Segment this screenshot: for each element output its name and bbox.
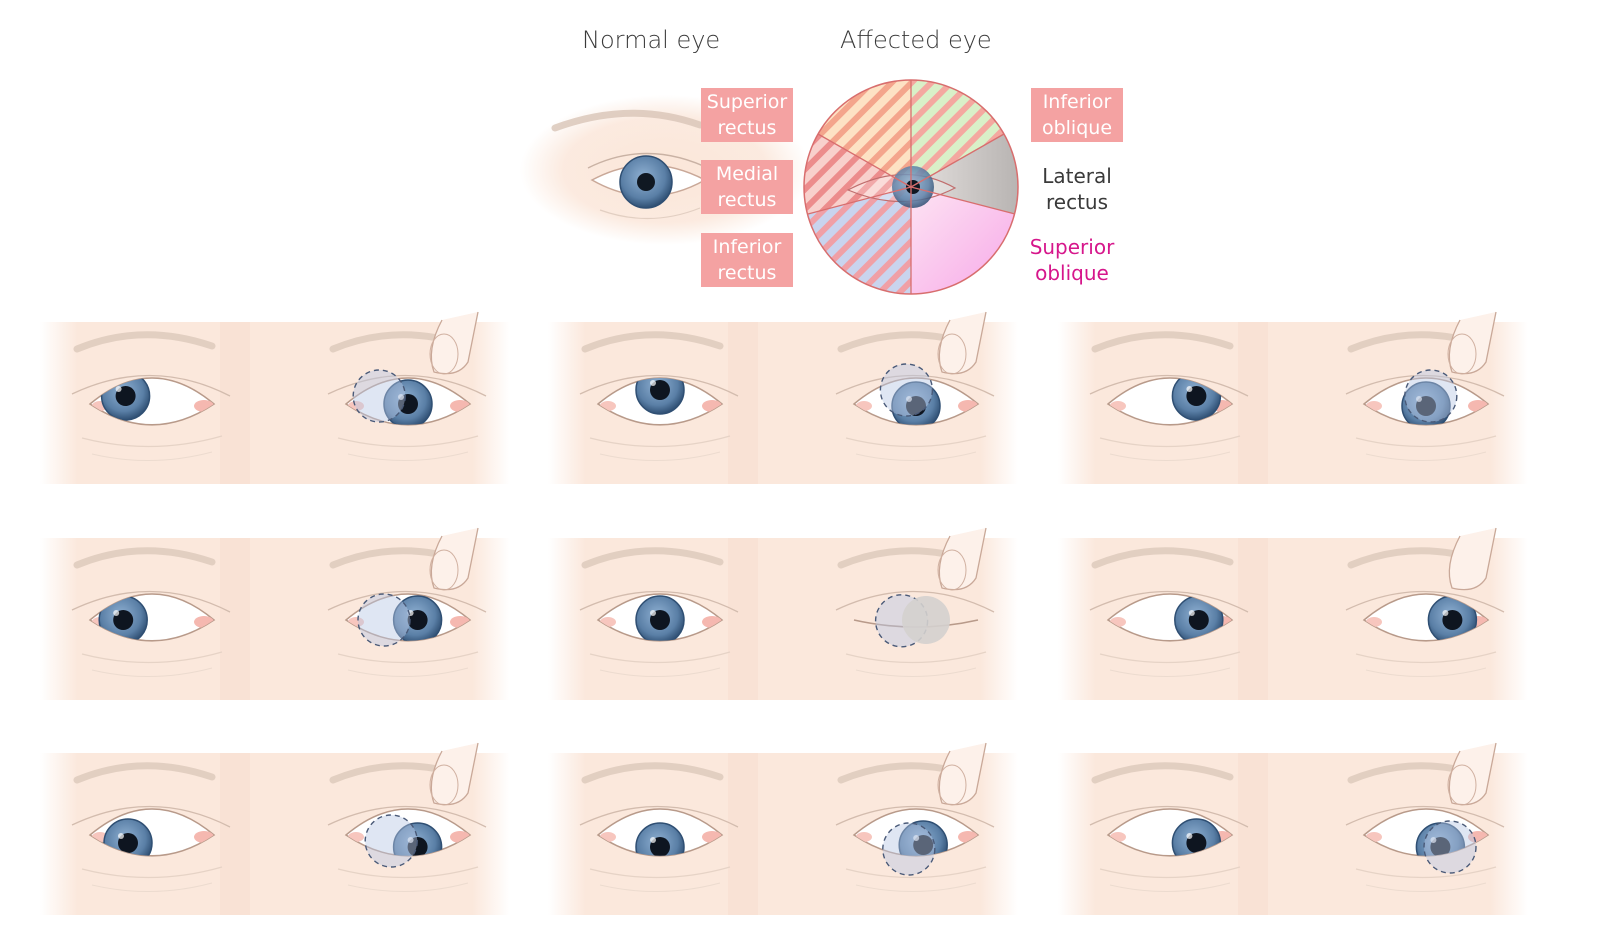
gaze-grid [40,311,1528,915]
gaze-panel-down-right [40,742,510,915]
gaze-panel-left [1058,527,1528,700]
expected-position-marker [357,593,411,647]
normal-eye-left [1089,547,1249,677]
finger-holding-eyelid [430,742,479,806]
wheel-lateral-rectus-field [911,134,1018,214]
finger-holding-eyelid [938,311,987,375]
label-lateral-rectus: Lateral rectus [1042,164,1112,214]
gaze-panel-down-left [1058,742,1528,915]
wheel-inferior-rectus-field [808,187,911,294]
affected-eye-down-right [327,762,487,892]
finger-holding-eyelid [1448,311,1497,375]
finger-holding-eyelid [430,311,479,375]
gaze-panel-down [548,742,1018,915]
label-superior-oblique: Superior oblique [1029,235,1115,285]
normal-eye-up [579,331,739,461]
normal-eye-heading: Normal eye [582,26,721,54]
wheel-medial-rectus-field [804,134,911,214]
normal-eye-down [579,762,739,892]
gaze-panel-up-left [1058,311,1528,484]
finger-holding-eyelid [430,527,479,591]
finger-holding-eyelid [1448,527,1497,591]
affected-eye-up-left [1345,331,1505,461]
normal-eye-primary [579,547,739,677]
affected-iris-ghost [902,596,950,644]
gaze-panel-primary [548,527,1018,700]
affected-eye-left [1345,547,1505,677]
normal-eye-up-right [71,331,231,461]
label-inferior-rectus: Inferior rectus [701,233,793,287]
wheel-superior-oblique-field [911,187,1015,294]
label-medial-rectus: Medial rectus [701,160,793,214]
finger-holding-eyelid [938,527,987,591]
affected-eye-down-left [1345,762,1505,892]
affected-eye-heading: Affected eye [840,26,992,54]
normal-eye-right [71,547,231,677]
label-superior-rectus: Superior rectus [701,88,793,142]
expected-position-marker [364,814,418,868]
gaze-panel-up-right [40,311,510,484]
finger-holding-eyelid [1448,742,1497,806]
gaze-panel-up [548,311,1018,484]
expected-position-marker [1423,820,1477,874]
gaze-panel-right [40,527,510,700]
expected-position-marker [1404,369,1458,423]
finger-holding-eyelid [938,742,987,806]
normal-eye-down-right [71,762,231,892]
muscle-field-wheel [803,79,1019,295]
expected-position-marker [879,363,934,417]
expected-position-marker [352,369,406,423]
expected-position-marker [882,822,936,876]
label-inferior-oblique: Inferior oblique [1031,88,1123,142]
